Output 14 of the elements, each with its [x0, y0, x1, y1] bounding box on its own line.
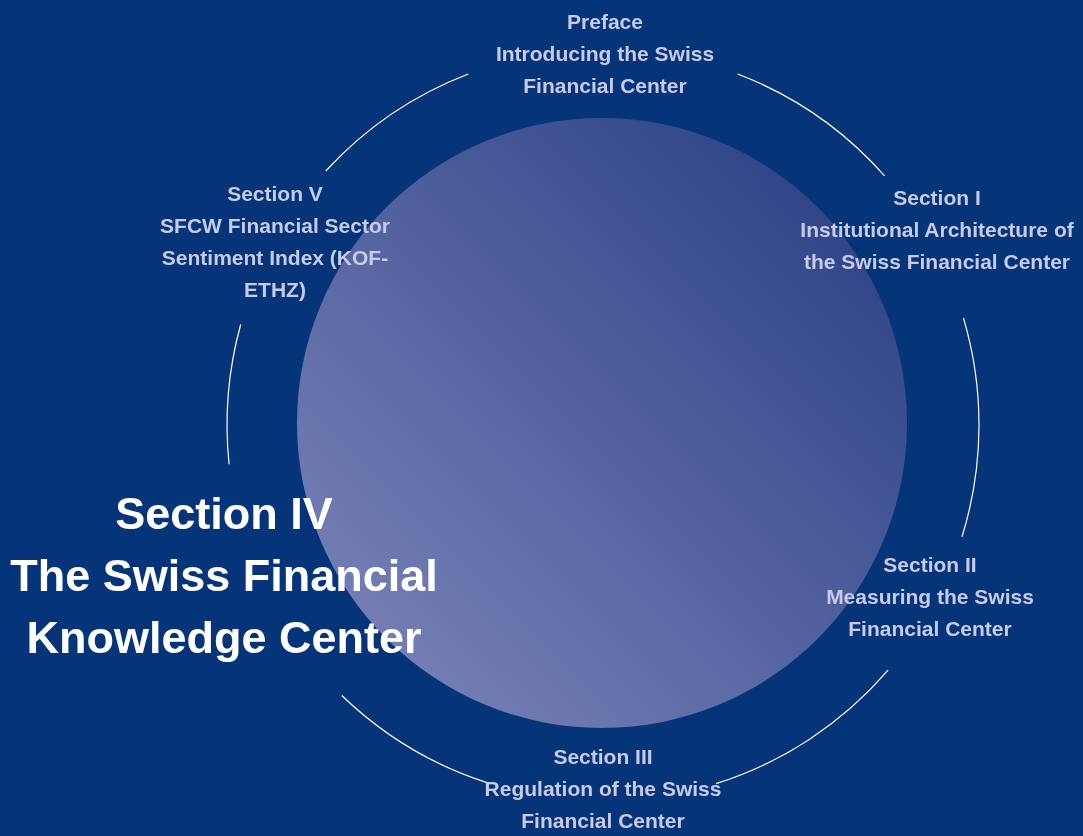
arc-line	[226, 323, 242, 465]
arc-line	[737, 73, 886, 177]
arc-line	[715, 669, 889, 785]
section-heading: Section V	[227, 181, 323, 207]
section-heading: Preface	[567, 9, 643, 35]
section-heading: Section III	[553, 744, 653, 770]
arc-line	[325, 73, 469, 172]
section-title: Introducing the Swiss Financial Center	[494, 41, 716, 99]
section-heading: Section II	[883, 552, 977, 578]
arc-line	[961, 317, 980, 538]
section-title: Institutional Architecture of the Swiss Financial Center	[799, 217, 1075, 275]
section-title: Measuring the Swiss Financial Center	[825, 584, 1035, 642]
section-title: Regulation of the Swiss Financial Center	[483, 776, 723, 834]
section-heading: Section I	[893, 185, 981, 211]
